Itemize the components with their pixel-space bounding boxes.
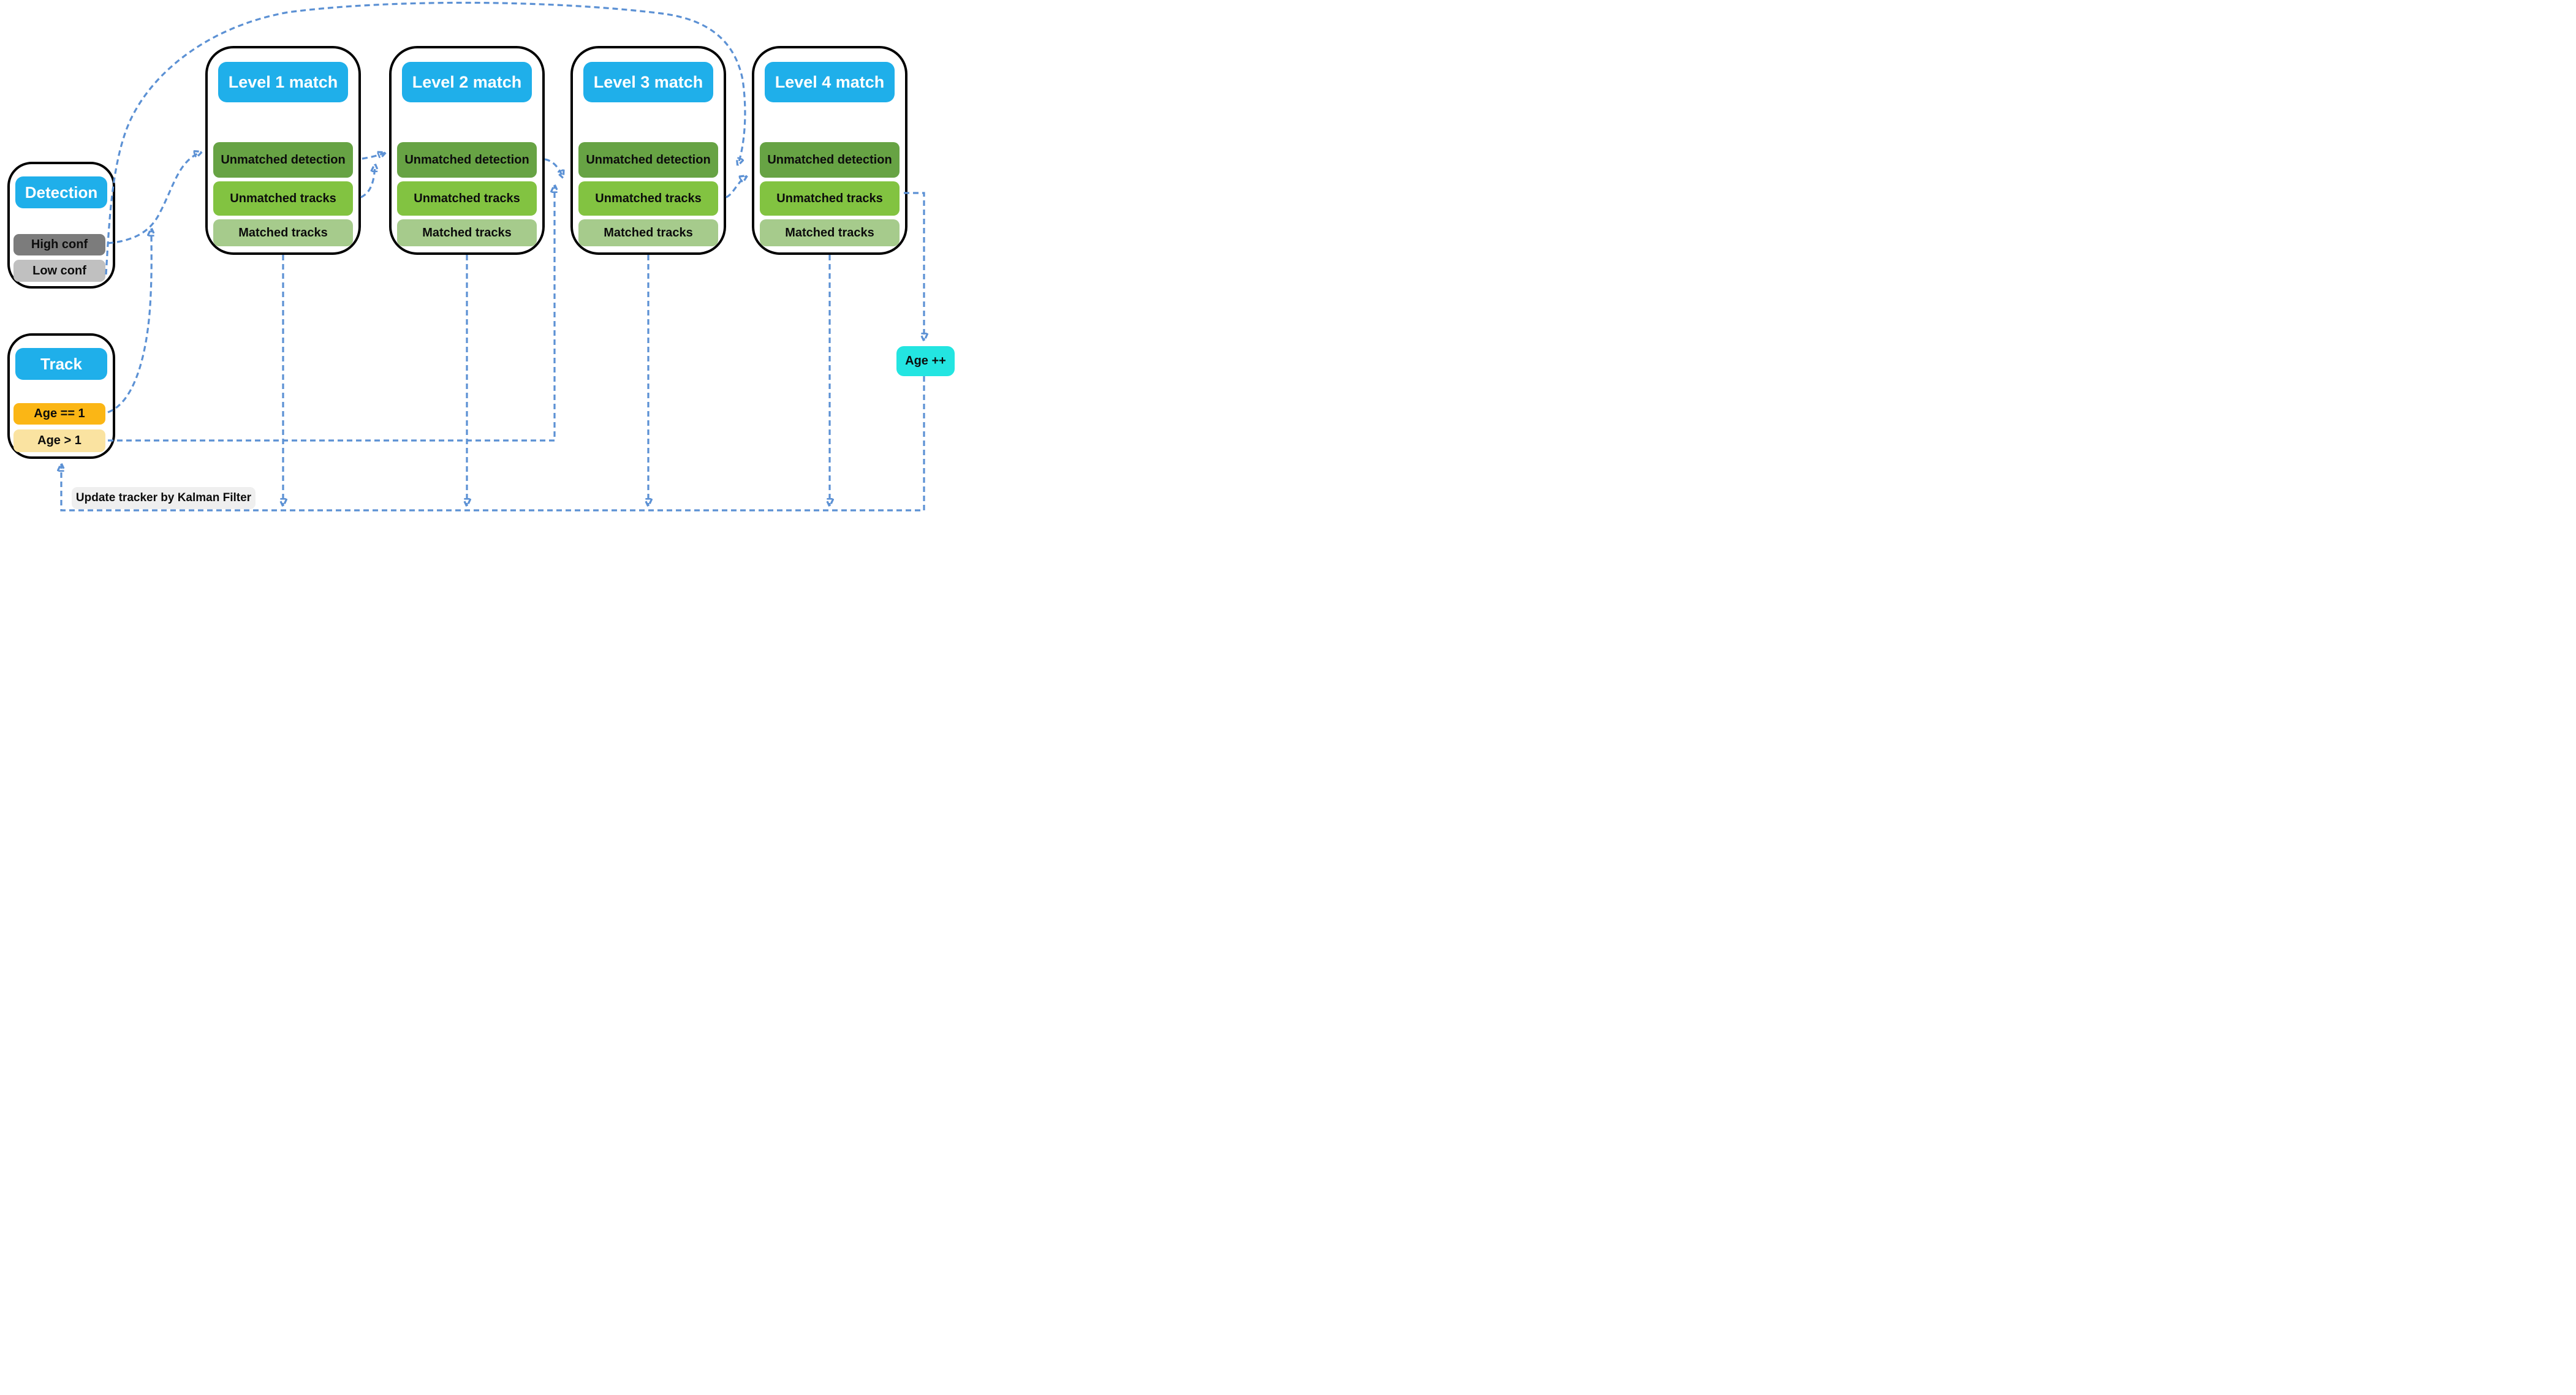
level-2-title: Level 2 match (402, 62, 532, 102)
level-3-box: Level 3 match Unmatched detection Unmatc… (570, 46, 726, 255)
level-2-matched-tracks-row: Matched tracks (397, 219, 537, 246)
level-3-matched-tracks-row: Matched tracks (578, 219, 718, 246)
level-4-unmatched-tracks-row: Unmatched tracks (760, 181, 900, 216)
level-1-box: Level 1 match Unmatched detection Unmatc… (205, 46, 361, 255)
level-3-title: Level 3 match (583, 62, 713, 102)
level-1-matched-tracks-row: Matched tracks (213, 219, 353, 246)
age-gt-1-chip: Age > 1 (13, 429, 105, 452)
arrow-l1-unmatched-tracks-merge (360, 164, 375, 198)
tracking-pipeline-diagram: Detection High conf Low conf Track Age =… (0, 0, 961, 520)
level-3-unmatched-tracks-row: Unmatched tracks (578, 181, 718, 216)
arrow-l2-unmatched-detection-to-l3 (544, 158, 563, 178)
arrow-high-conf-to-level1 (107, 152, 202, 244)
kalman-update-note: Update tracker by Kalman Filter (72, 487, 256, 509)
track-box: Track Age == 1 Age > 1 (7, 333, 115, 459)
level-1-unmatched-tracks-row: Unmatched tracks (213, 181, 353, 216)
track-title: Track (15, 348, 107, 380)
arrow-l1-unmatched-detection-to-l2 (362, 153, 385, 159)
level-1-unmatched-detection-row: Unmatched detection (213, 142, 353, 178)
age-eq-1-chip: Age == 1 (13, 403, 105, 425)
level-4-unmatched-detection-row: Unmatched detection (760, 142, 900, 178)
level-2-unmatched-tracks-row: Unmatched tracks (397, 181, 537, 216)
high-conf-chip: High conf (13, 234, 105, 255)
detection-box: Detection High conf Low conf (7, 162, 115, 289)
low-conf-chip: Low conf (13, 260, 105, 282)
level-4-matched-tracks-row: Matched tracks (760, 219, 900, 246)
level-2-unmatched-detection-row: Unmatched detection (397, 142, 537, 178)
level-4-title: Level 4 match (765, 62, 895, 102)
arrow-l3-unmatched-tracks-to-l4 (725, 176, 747, 198)
level-2-box: Level 2 match Unmatched detection Unmatc… (389, 46, 545, 255)
detection-title: Detection (15, 176, 107, 208)
age-increment-box: Age ++ (896, 346, 955, 376)
level-1-title: Level 1 match (218, 62, 348, 102)
level-4-box: Level 4 match Unmatched detection Unmatc… (752, 46, 907, 255)
level-3-unmatched-detection-row: Unmatched detection (578, 142, 718, 178)
